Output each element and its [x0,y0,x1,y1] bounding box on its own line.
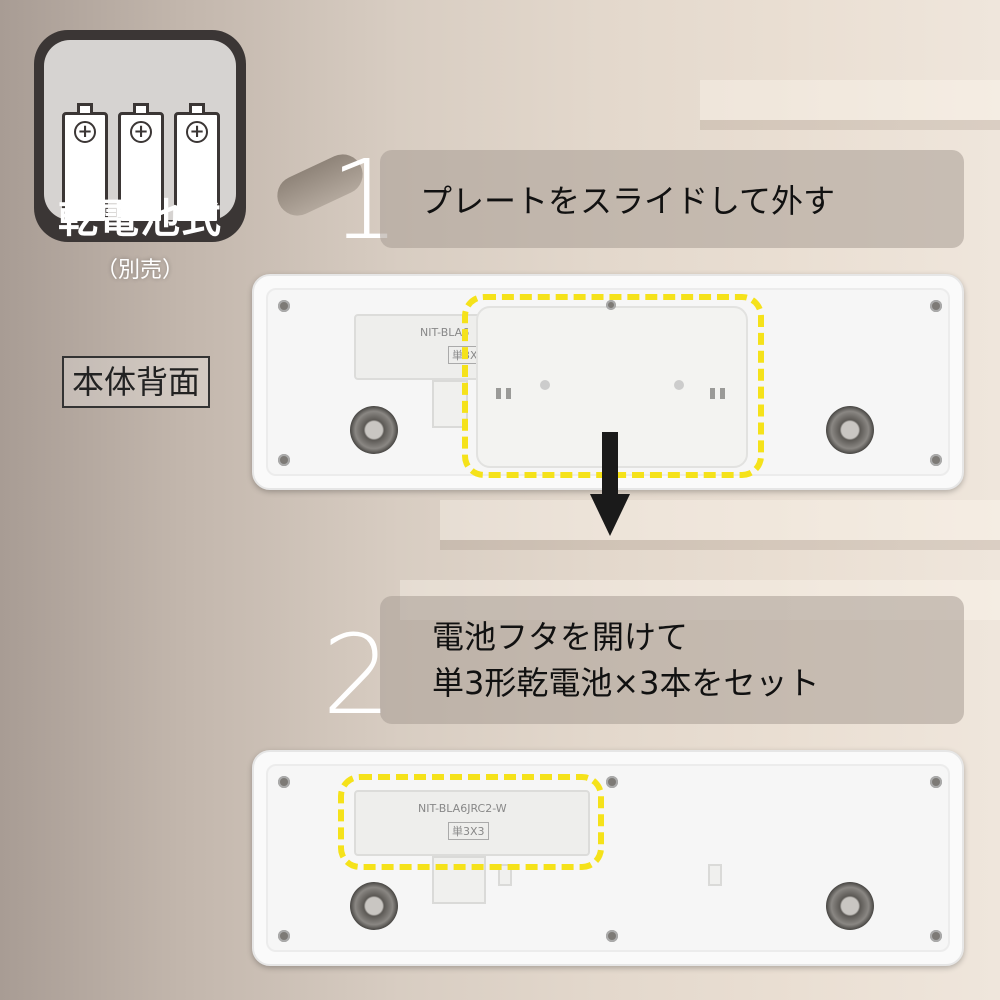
step-2-line: 電池フタを開けて [432,618,689,656]
magnet [350,882,398,930]
magnet [826,882,874,930]
plate-slot [720,388,725,399]
badge-title: 乾電池式 [58,196,222,242]
badge-subtitle: （別売） [95,258,184,283]
battery-icon: + [174,103,220,224]
device-back-view-2: NIT-BLA6JRC2-W 単3X3 [252,750,964,966]
screw-icon [278,776,290,788]
cover-battery-label: 単3X3 [448,822,489,840]
step-2-line: 単3形乾電池×3本をセット [432,664,820,702]
screw-icon [606,776,618,788]
magnet [826,406,874,454]
plate-slot [496,388,501,399]
back-label: 本体背面 [62,356,211,408]
screw-icon [278,454,290,466]
plate-slot [710,388,715,399]
magnet [350,406,398,454]
plate-hole [674,380,684,390]
cover-model-label: NIT-BLA6 [420,326,470,339]
screw-icon [278,930,290,942]
battery-cover: NIT-BLA6JRC2-W 単3X3 [354,790,590,856]
stair-step [440,500,1000,540]
battery-icon: + [118,103,164,224]
battery-cover-highlight [338,774,604,870]
plus-icon: + [74,121,96,143]
screw-icon [606,300,616,310]
cover-model-label: NIT-BLA6JRC2-W [418,802,507,815]
screw-icon [930,300,942,312]
screw-icon [606,930,618,942]
screw-icon [930,454,942,466]
step-1-instruction: プレートをスライドして外す [380,150,964,248]
plate-hole [540,380,550,390]
contact-slot [708,864,722,886]
plate-slot [506,388,511,399]
arrow-down-icon [590,432,630,536]
plus-icon: + [186,121,208,143]
battery-icon: + [62,103,108,224]
screw-icon [278,300,290,312]
battery-type-badge: + + + [34,30,246,242]
stair-shadow [700,120,1000,130]
step-1-line: プレートをスライドして外す [420,182,836,220]
screw-icon [930,776,942,788]
stair-shadow [440,540,1000,550]
screw-icon [930,930,942,942]
plus-icon: + [130,121,152,143]
stair-step [700,80,1000,120]
step-2-instruction: 電池フタを開けて 単3形乾電池×3本をセット [380,596,964,724]
